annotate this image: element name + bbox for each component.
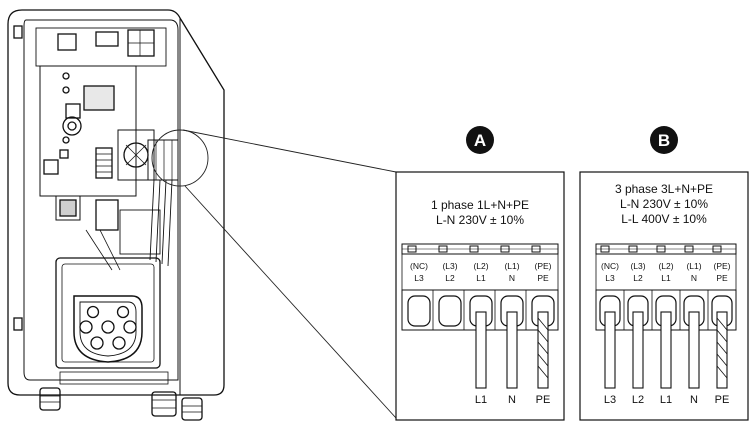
badge-b-icon <box>650 126 678 154</box>
panel-a-wire-label-l1: L1 <box>475 394 487 406</box>
panel-a-terminal-bottom-1: L3 <box>414 273 424 283</box>
panel-a-wire-n <box>506 311 518 389</box>
panel-a-wire-label-n: N <box>508 394 516 406</box>
panel-b-config: 3 phase 3L+N+PE <box>615 182 713 196</box>
panel-b-terminal-bottom-3: L1 <box>661 273 671 283</box>
panel-a-wires <box>475 311 549 389</box>
panel-b-terminal-top-3: (L2) <box>658 261 673 271</box>
panel-b-terminal-top-2: (L3) <box>630 261 645 271</box>
panel-a-wire-pe <box>537 311 549 389</box>
panel-b-wire-label-n: N <box>690 394 698 406</box>
panel-b-wire-l2 <box>632 311 644 389</box>
panel-b-wire-label-l1: L1 <box>660 394 672 406</box>
zoom-circle <box>151 129 209 187</box>
panel-a-wire-label-pe: PE <box>536 394 551 406</box>
panel-a-terminal-bottom-2: L2 <box>445 273 455 283</box>
panel-a-terminal-block <box>401 243 559 331</box>
panel-a-terminal-bottom-3: L1 <box>476 273 486 283</box>
panel-b-terminal-top-1: (NC) <box>601 261 619 271</box>
panel-b-voltage-ll: L-L 400V ± 10% <box>621 212 707 226</box>
panel-a-config: 1 phase 1L+N+PE <box>431 198 529 212</box>
badge-a-icon <box>466 126 494 154</box>
panel-a-terminal-bottom-4: N <box>509 273 515 283</box>
panel-a-terminal-top-4: (L1) <box>504 261 519 271</box>
panel-b-wire-label-pe: PE <box>715 394 730 406</box>
panel-b-wire-label-l3: L3 <box>604 394 616 406</box>
panel-b-wire-l3 <box>604 311 616 389</box>
panel-b-wire-n <box>688 311 700 389</box>
panel-a-voltage-ln: L-N 230V ± 10% <box>436 213 524 227</box>
panel-b-terminal-top-4: (L1) <box>686 261 701 271</box>
panel-a-terminal-top-1: (NC) <box>410 261 428 271</box>
panel-b-terminal-bottom-2: L2 <box>633 273 643 283</box>
panel-b-terminal-bottom-4: N <box>691 273 697 283</box>
panel-b: B 3 phase 3L+N+PE L-N 230V ± 10% L-L 400… <box>579 126 749 421</box>
badge-a-label: A <box>474 131 486 150</box>
zoom-callout <box>151 129 397 419</box>
panel-a-terminal-top-5: (PE) <box>535 261 552 271</box>
panel-b-wire-l1 <box>660 311 672 389</box>
charger-unit <box>7 9 225 421</box>
panel-b-voltage-ln: L-N 230V ± 10% <box>620 197 708 211</box>
panel-a-terminal-top-2: (L3) <box>442 261 457 271</box>
panel-b-wires <box>604 311 728 389</box>
panel-b-terminal-block <box>595 243 737 331</box>
panel-b-terminal-bottom-5: PE <box>716 273 728 283</box>
panel-a-terminal-top-3: (L2) <box>473 261 488 271</box>
panel-b-terminal-top-5: (PE) <box>714 261 731 271</box>
panel-b-wire-pe <box>716 311 728 389</box>
panel-b-wire-label-l2: L2 <box>632 394 644 406</box>
badge-b-label: B <box>658 131 670 150</box>
panel-a-terminal-bottom-5: PE <box>537 273 549 283</box>
panel-b-terminal-bottom-1: L3 <box>605 273 615 283</box>
panel-a: A 1 phase 1L+N+PE L-N 230V ± 10% (NC) (L… <box>395 126 565 421</box>
panel-a-wire-l1 <box>475 311 487 389</box>
